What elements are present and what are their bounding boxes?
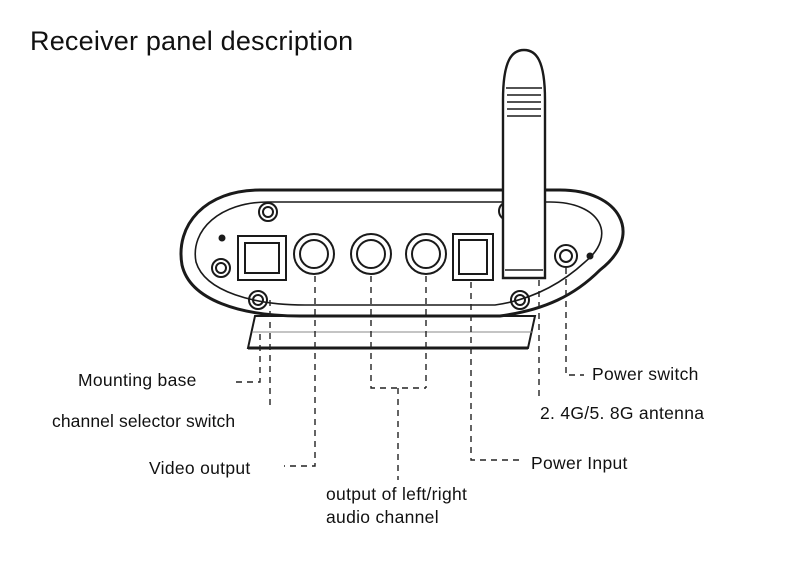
antenna — [501, 48, 547, 280]
leader-video-output — [284, 276, 316, 467]
label-power-input: Power Input — [531, 453, 628, 473]
leader-power-switch — [565, 268, 584, 376]
channel-selector-switch — [237, 235, 287, 281]
label-audio-output-line1: output of left/right — [326, 484, 468, 504]
video-output-jack — [293, 233, 335, 275]
label-audio-output: output of left/right audio channel — [326, 483, 526, 529]
receiver-body — [179, 188, 625, 318]
label-audio-output-line2: audio channel — [326, 507, 439, 527]
screw-bottom-left — [248, 290, 268, 310]
leader-mounting-base — [236, 334, 261, 383]
label-channel-selector-switch: channel selector switch — [52, 411, 236, 431]
screw-top-left — [258, 202, 278, 222]
leader-audio-left — [370, 276, 426, 389]
label-antenna: 2. 4G/5. 8G antenna — [540, 403, 705, 423]
power-input-port — [452, 233, 494, 281]
screw-bottom-right — [510, 290, 530, 310]
label-video-output: Video output — [149, 458, 251, 478]
mounting-base-stand — [246, 315, 537, 350]
leader-power-input — [470, 282, 520, 461]
label-power-switch: Power switch — [592, 364, 699, 384]
label-mounting-base: Mounting base — [78, 370, 197, 390]
page-title: Receiver panel description — [30, 26, 354, 56]
screw-left — [211, 258, 231, 278]
audio-left-jack — [350, 233, 392, 275]
power-switch-button — [554, 244, 578, 268]
audio-right-jack — [405, 233, 447, 275]
